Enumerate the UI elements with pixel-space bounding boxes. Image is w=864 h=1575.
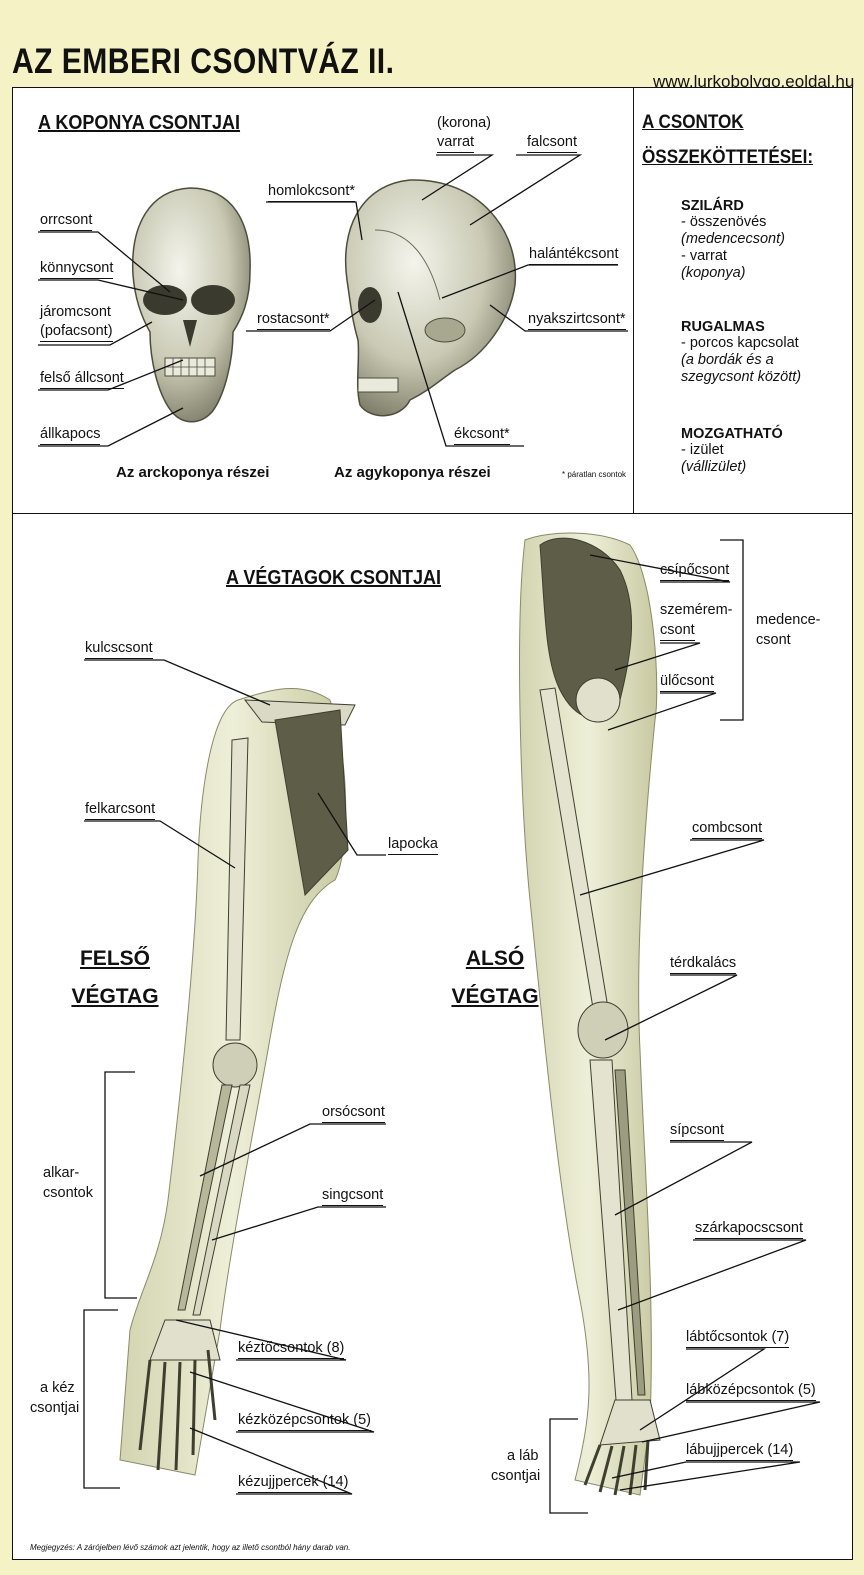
upper-limb-title-line-2: VÉGTAG xyxy=(71,985,159,1008)
label-orsocsont: orsócsont xyxy=(322,1104,385,1123)
label-kulcscsont: kulcscsont xyxy=(85,640,153,659)
connection-group-solid: SZILÁRD - összenövés (medencecsont) - va… xyxy=(681,198,851,282)
label-szarkapocscsont: szárkapocscsont xyxy=(695,1220,803,1239)
label-rostacsont: rostacsont* xyxy=(257,311,330,330)
connections-title-2: ÖSSZEKÖTTETÉSEI: xyxy=(642,147,814,168)
label-korona: (korona) xyxy=(437,115,491,131)
connection-heading: RUGALMAS xyxy=(681,319,765,335)
label-csontok: csontok xyxy=(43,1185,93,1201)
connection-line: (medencecsont) xyxy=(681,231,785,247)
connection-heading: SZILÁRD xyxy=(681,198,744,214)
label-allkapocs: állkapocs xyxy=(40,426,101,445)
label-labujjpercek: lábujjpercek (14) xyxy=(686,1442,794,1461)
lower-limb-title-line-1: ALSÓ xyxy=(465,947,525,970)
website-url[interactable]: www.lurkobolygo.eoldal.hu xyxy=(653,72,855,91)
label-felkarcsont: felkarcsont xyxy=(85,801,156,820)
lower-limb-title: ALSÓ VÉGTAG xyxy=(440,940,550,1016)
footnote-unpaired: * páratlan csontok xyxy=(562,470,627,479)
label-combcsont: combcsont xyxy=(692,820,763,839)
label-ekcsont: ékcsont* xyxy=(454,426,510,445)
connection-line: - izület xyxy=(681,442,724,458)
label-sipcsont: sípcsont xyxy=(670,1122,724,1141)
label-halantekcsont: halántékcsont xyxy=(529,246,619,265)
leg-illustration xyxy=(519,532,661,1496)
connection-line: - porcos kapcsolat xyxy=(681,335,799,351)
connection-group-elastic: RUGALMAS - porcos kapcsolat (a bordák és… xyxy=(681,319,851,386)
label-labkozepcsontok: lábközépcsontok (5) xyxy=(686,1382,816,1401)
label-szemerem: szemérem- xyxy=(660,602,733,618)
label-medence-csont: csont xyxy=(756,632,791,648)
connection-line: (a bordák és a xyxy=(681,352,774,368)
footer-note: Megjegyzés: A zárójelben lévő számok azt… xyxy=(30,1543,351,1552)
connection-line: szegycsont között) xyxy=(681,369,802,385)
label-nyakszirtcsont: nyakszirtcsont* xyxy=(528,311,626,330)
label-kez-csontjai: csontjai xyxy=(30,1400,80,1416)
connections-panel xyxy=(633,87,853,515)
label-kezkozepcsontok: kézközépcsontok (5) xyxy=(238,1412,371,1431)
label-varrat: varrat xyxy=(437,134,475,153)
label-lab-csontjai: csontjai xyxy=(491,1468,541,1484)
connection-heading: MOZGATHATÓ xyxy=(681,426,783,442)
connection-line: - varrat xyxy=(681,248,727,264)
label-felso-allcsont: felső állcsont xyxy=(40,370,124,389)
label-csipocsont: csípőcsont xyxy=(660,562,730,581)
label-medence: medence- xyxy=(756,612,821,628)
label-alkar: alkar- xyxy=(43,1165,80,1181)
limbs-section-title: A VÉGTAGOK CSONTJAI xyxy=(226,567,442,589)
lower-limb-title-line-2: VÉGTAG xyxy=(451,985,539,1008)
side-skull-illustration xyxy=(344,179,517,417)
upper-limb-title: FELSŐ VÉGTAG xyxy=(60,940,170,1016)
label-terdkalacs: térdkalács xyxy=(670,955,737,974)
label-kezujjpercek: kézujjpercek (14) xyxy=(238,1474,349,1493)
caption-cranium: Az agykoponya részei xyxy=(334,464,491,481)
front-skull-illustration xyxy=(131,187,251,423)
connection-line: - összenövés xyxy=(681,214,767,230)
page-title: AZ EMBERI CSONTVÁZ II. xyxy=(12,42,395,81)
connection-line: (koponya) xyxy=(681,265,746,281)
label-pofacsont: (pofacsont) xyxy=(40,323,113,342)
skull-leader-lines xyxy=(38,154,628,447)
label-a-lab: a láb xyxy=(507,1448,539,1464)
caption-face: Az arckoponya részei xyxy=(116,464,270,481)
limb-leader-lines xyxy=(83,539,821,1514)
label-falcsont: falcsont xyxy=(527,134,577,153)
connections-title-1: A CSONTOK xyxy=(642,112,744,133)
label-homlokcsont: homlokcsont* xyxy=(268,183,356,202)
label-orrcsont: orrcsont xyxy=(40,212,93,231)
connection-line: (vállizület) xyxy=(681,459,747,475)
label-konnycsont: könnycsont xyxy=(40,260,114,279)
label-a-kez: a kéz xyxy=(40,1380,75,1396)
arm-illustration xyxy=(119,688,356,1476)
connection-group-movable: MOZGATHATÓ - izület (vállizület) xyxy=(681,426,851,476)
skull-section-title: A KOPONYA CSONTJAI xyxy=(38,112,241,134)
label-ulocsont: ülőcsont xyxy=(660,673,715,692)
label-keztocsontok: kéztőcsontok (8) xyxy=(238,1340,345,1359)
label-labtocsontok: lábtőcsontok (7) xyxy=(686,1329,790,1348)
upper-limb-title-line-1: FELSŐ xyxy=(79,947,150,970)
label-singcsont: singcsont xyxy=(322,1187,384,1206)
label-szemerem-csont: csont xyxy=(660,622,695,641)
label-jaromcsont: járomcsont xyxy=(40,304,111,320)
label-lapocka: lapocka xyxy=(388,836,438,855)
skull-panel xyxy=(12,87,634,515)
